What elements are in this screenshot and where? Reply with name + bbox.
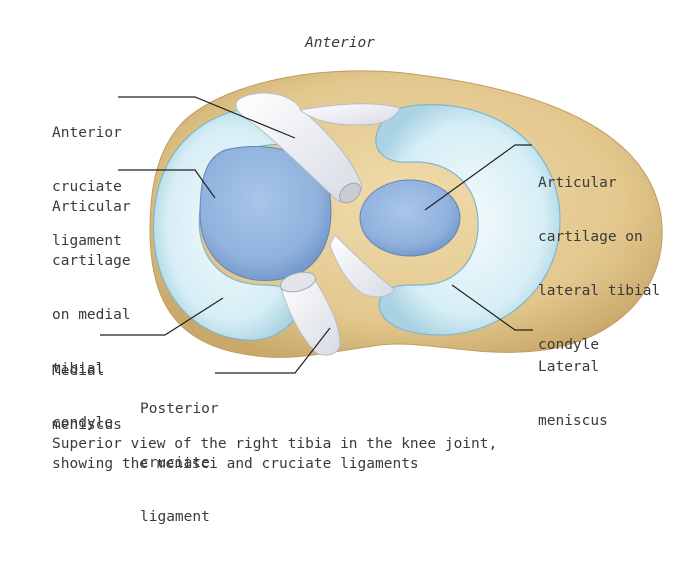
label-medial-cartilage: Articular cartilage on medial tibial con…: [52, 199, 131, 431]
lateral-cartilage: [359, 179, 461, 257]
label-anterior-cruciate-ligament: Anterior cruciate ligament: [52, 125, 122, 249]
pcl-cut-end: [279, 271, 317, 293]
leader-lateral-cartilage: [424, 144, 532, 211]
leader-medial-cartilage: [118, 169, 216, 199]
figure-caption: Superior view of the right tibia in the …: [52, 436, 498, 472]
label-lateral-meniscus: Lateral meniscus: [538, 359, 608, 429]
label-lateral-cartilage: Articular cartilage on lateral tibial co…: [538, 175, 661, 353]
leader-lateral-meniscus: [451, 284, 533, 331]
tibia-illustration: [100, 70, 663, 374]
leader-lines: [100, 96, 533, 374]
leader-pcl: [215, 327, 331, 374]
leader-medial-meniscus: [100, 297, 224, 336]
anterior-horn-fibers: [298, 103, 401, 126]
acl-cut-end: [338, 182, 362, 204]
orientation-label: Anterior: [305, 35, 375, 51]
lateral-meniscus: [375, 104, 561, 336]
posterior-horn-fibers: [329, 234, 396, 298]
knee-diagram: Anterior Anterior cruciate ligament Arti…: [52, 35, 663, 525]
label-medial-meniscus: Medial meniscus: [52, 363, 122, 433]
leader-acl: [118, 96, 296, 139]
